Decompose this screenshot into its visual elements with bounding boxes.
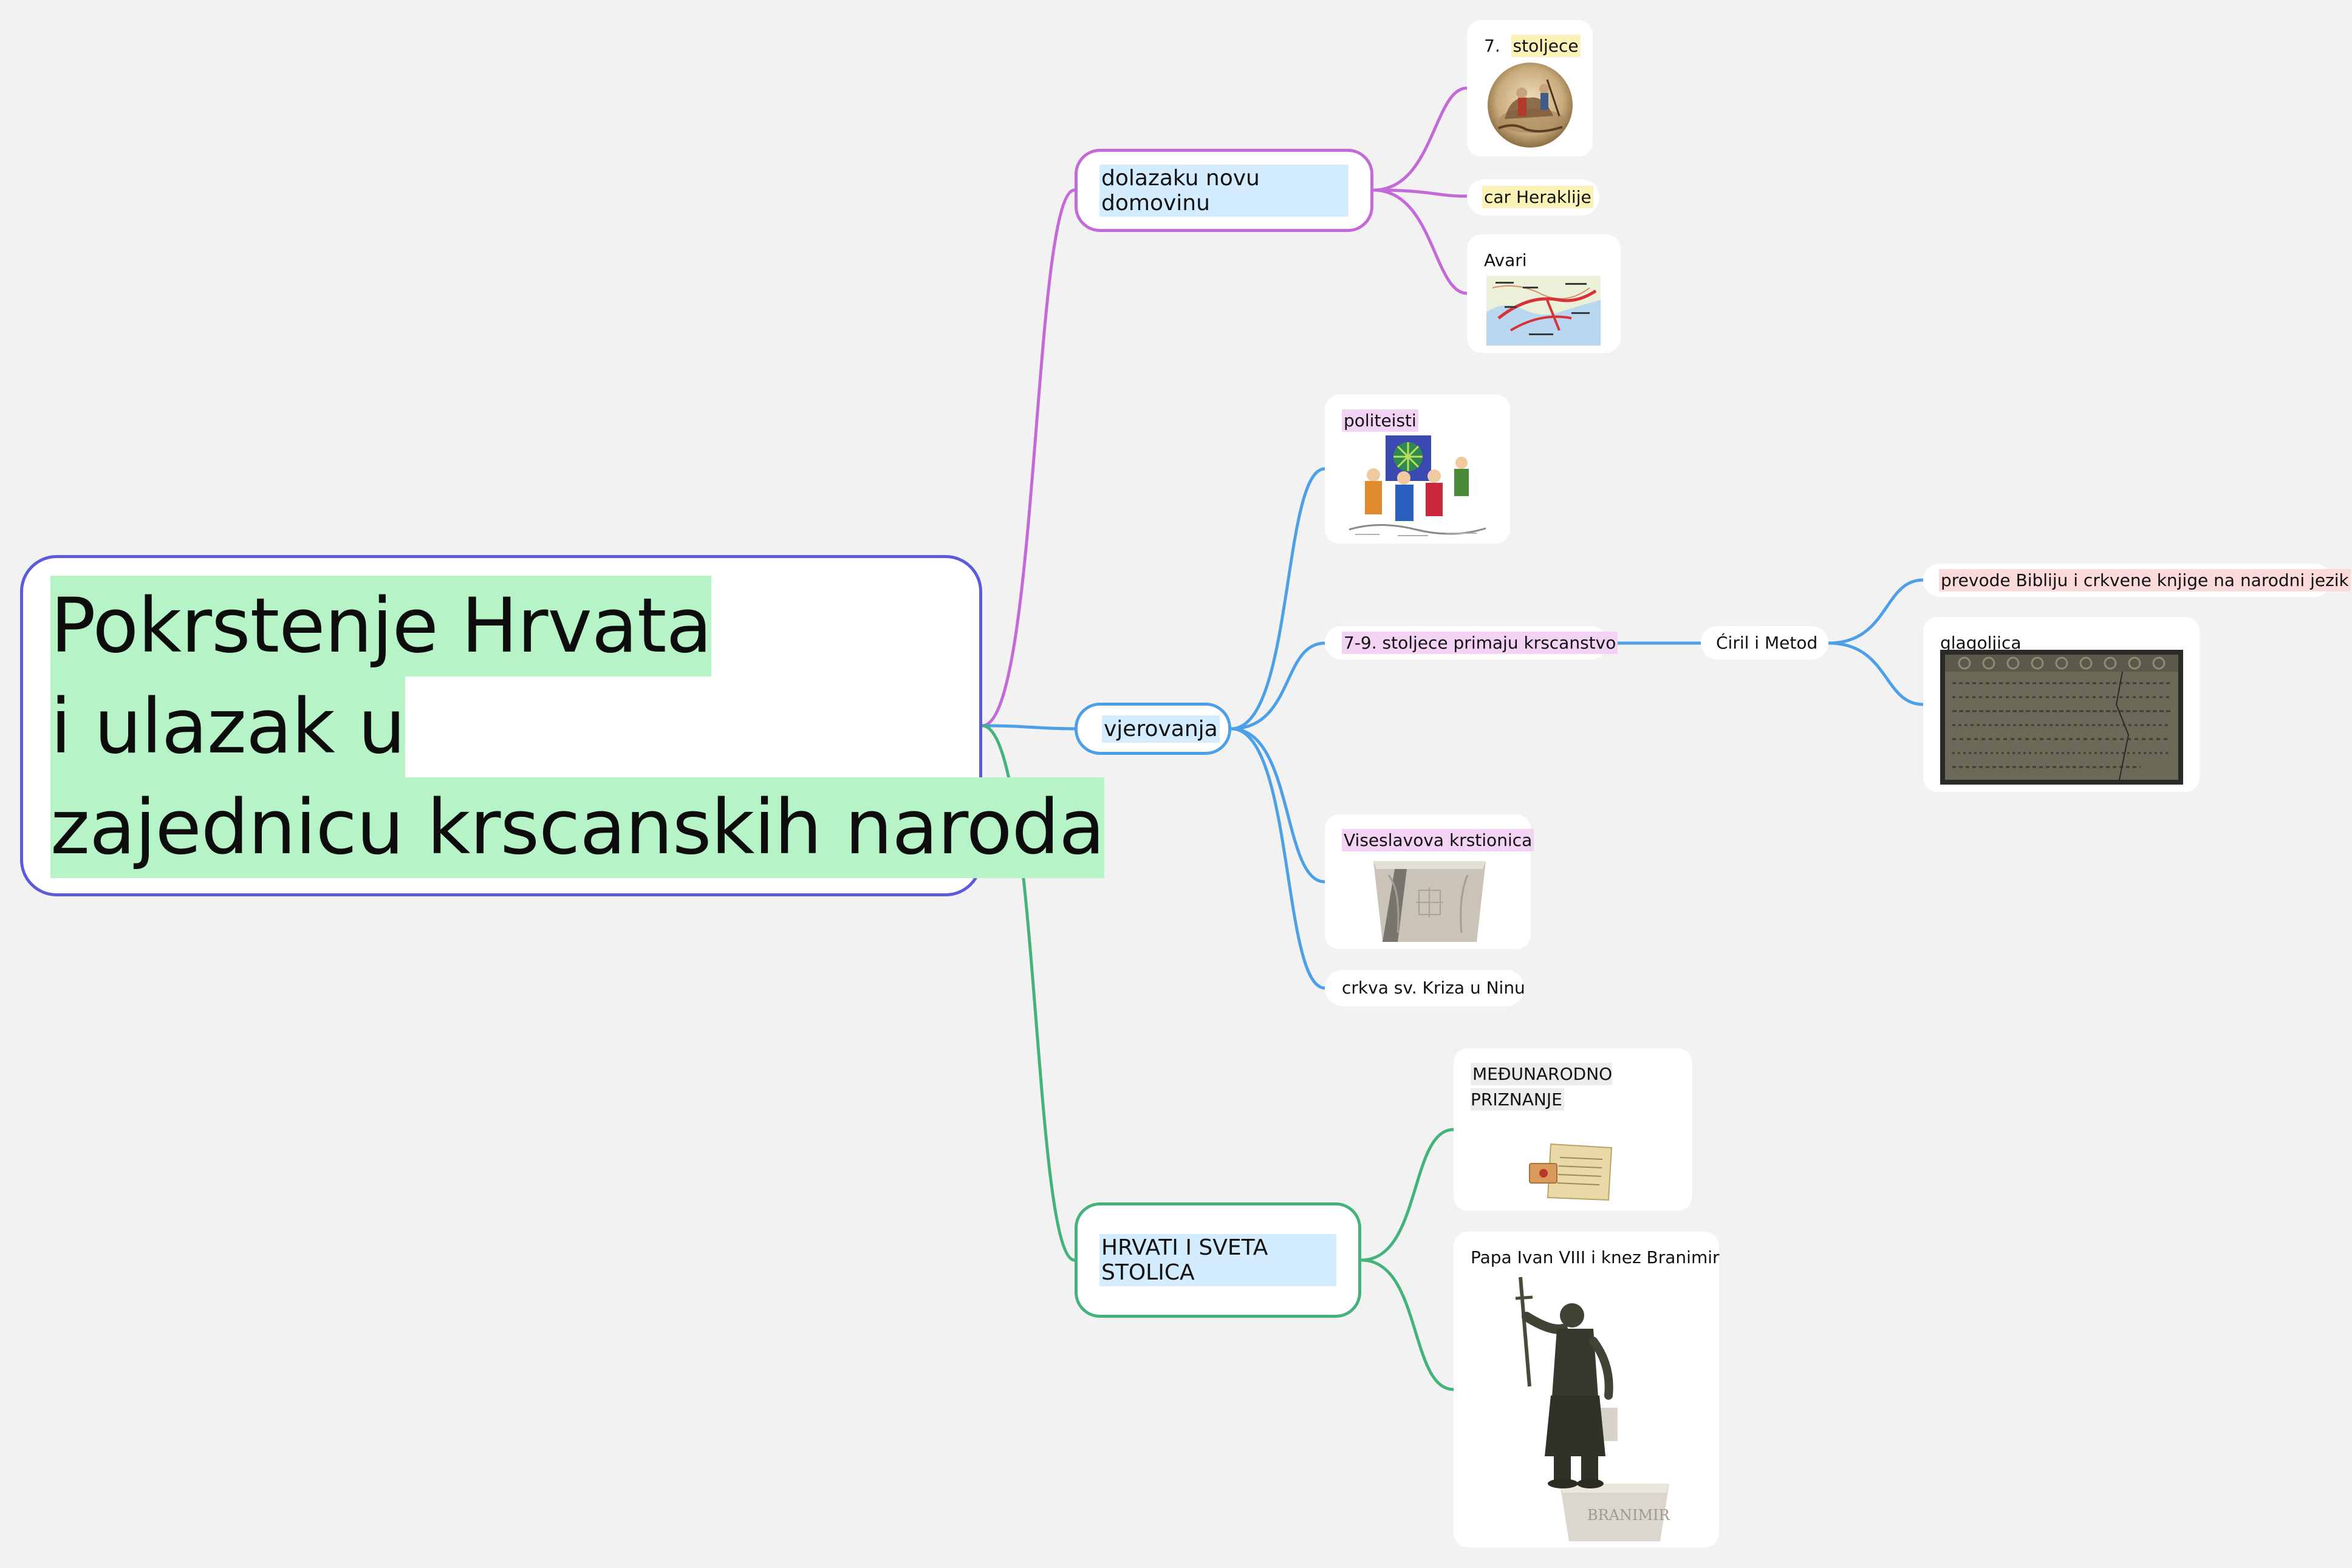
leaf-stoljece-number: 7.	[1484, 36, 1500, 56]
root-title-line-3: zajednicu krscanskih naroda	[50, 777, 1105, 878]
connector-vjerovanja-politeisti	[1231, 467, 1325, 731]
root-title-line-2: i ulazak u	[50, 677, 406, 777]
leaf-medunarodno[interactable]: MEĐUNARODNO PRIZNANJE	[1454, 1048, 1692, 1211]
leaf-prevode-label: prevode Bibliju i crkvene knjige na naro…	[1939, 569, 2351, 591]
map-icon	[1486, 276, 1601, 346]
leaf-ciril[interactable]: Ćiril i Metod	[1701, 626, 1828, 660]
statue-inscription: BRANIMIR	[1587, 1507, 1670, 1524]
connector-dolazak-stoljece	[1373, 86, 1468, 192]
leaf-primaju[interactable]: 7-9. stoljece primaju krscanstvo	[1325, 626, 1618, 660]
document-icon	[1529, 1143, 1613, 1201]
leaf-glagoljica-label: glagoljica	[1940, 633, 2022, 653]
connector-vjerovanja-crkva	[1231, 727, 1325, 990]
leaf-avari[interactable]: Avari	[1467, 234, 1621, 353]
leaf-primaju-label: 7-9. stoljece primaju krscanstvo	[1342, 632, 1618, 654]
leaf-crkva[interactable]: crkva sv. Kriza u Ninu	[1325, 970, 1525, 1006]
leaf-heraklije[interactable]: car Heraklije	[1467, 179, 1599, 216]
leaf-politeisti[interactable]: politeisti	[1325, 395, 1510, 544]
branch-dolazak-label: dolazaku novu domovinu	[1099, 164, 1349, 217]
connector-vjerovanja-krstionica	[1231, 727, 1325, 884]
connector-hrvati-papa	[1361, 1258, 1454, 1391]
connector-dolazak-avari	[1373, 188, 1468, 295]
leaf-krstionica-label: Viseslavova krstionica	[1342, 829, 1534, 851]
leaf-glagoljica[interactable]: glagoljica	[1923, 617, 2200, 792]
leaf-papa[interactable]: Papa Ivan VIII i knez Branimir BRANIMIR	[1454, 1232, 1720, 1547]
illustration-icon	[1349, 435, 1486, 536]
root-topic[interactable]: Pokrstenje Hrvata i ulazak u zajednicu k…	[20, 555, 1105, 896]
connector-dolazak-heraklije	[1373, 188, 1468, 198]
painting-icon	[1488, 63, 1573, 148]
leaf-crkva-label: crkva sv. Kriza u Ninu	[1342, 978, 1525, 998]
root-title-line-1: Pokrstenje Hrvata	[50, 576, 712, 677]
leaf-ciril-label: Ćiril i Metod	[1716, 633, 1818, 653]
leaf-heraklije-label: car Heraklije	[1482, 186, 1593, 208]
branch-hrvati-label: HRVATI I SVETA STOLICA	[1099, 1234, 1336, 1286]
statue-icon: BRANIMIR	[1515, 1277, 1670, 1541]
leaf-papa-label: Papa Ivan VIII i knez Branimir	[1471, 1247, 1720, 1267]
branch-vjerovanja-label: vjerovanja	[1102, 715, 1220, 743]
leaf-krstionica[interactable]: Viseslavova krstionica	[1325, 814, 1534, 949]
leaf-stoljece-label: stoljece	[1511, 35, 1581, 57]
connector-root-dolazak	[982, 188, 1075, 728]
connector-root-hrvati	[982, 724, 1075, 1262]
connector-ciril-prevode	[1828, 578, 1924, 645]
connector-hrvati-medunarodno	[1361, 1128, 1454, 1262]
branch-vjerovanja[interactable]: vjerovanja	[1075, 703, 1231, 755]
leaf-avari-label: Avari	[1484, 250, 1527, 270]
stone-tablet-icon	[1940, 650, 2183, 785]
branch-hrvati[interactable]: HRVATI I SVETA STOLICA	[1075, 1202, 1361, 1318]
connector-ciril-glagoljica	[1828, 641, 1924, 706]
leaf-prevode[interactable]: prevode Bibliju i crkvene knjige na naro…	[1923, 564, 2351, 597]
leaf-stoljece[interactable]: 7. stoljece	[1467, 20, 1593, 157]
connector-root-vjerovanja	[982, 724, 1075, 731]
leaf-medunarodno-label: MEĐUNARODNO PRIZNANJE	[1471, 1063, 1613, 1111]
baptismal-font-icon	[1373, 861, 1486, 942]
leaf-politeisti-label: politeisti	[1342, 409, 1418, 432]
connector-vjerovanja-primaju	[1231, 641, 1325, 731]
branch-dolazak[interactable]: dolazaku novu domovinu	[1075, 149, 1373, 232]
